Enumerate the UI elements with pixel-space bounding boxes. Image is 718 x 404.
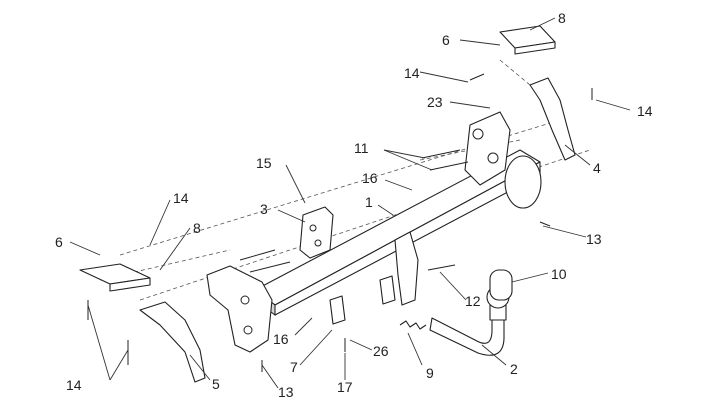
callout-labels: 1 2 3 4 5 6 7 8 8 9 10 11 12 13 13 14 14… — [55, 10, 653, 400]
callout-1: 1 — [365, 194, 373, 210]
callout-11: 11 — [354, 140, 369, 156]
callout-14-bottom-left: 14 — [66, 377, 82, 393]
callout-3: 3 — [260, 201, 268, 217]
callout-9: 9 — [426, 365, 434, 381]
callout-26: 26 — [373, 343, 389, 359]
callout-6-cut: 6 — [55, 234, 63, 250]
bracket-right-rear — [529, 77, 576, 161]
leader-lines — [69, 17, 631, 389]
callout-17: 17 — [337, 379, 353, 395]
mounting-plate — [299, 206, 334, 259]
callout-13-bottom: 13 — [278, 384, 294, 400]
callout-23: 23 — [427, 94, 443, 110]
plate-top — [499, 25, 556, 55]
bolts — [87, 73, 593, 372]
callout-5: 5 — [212, 376, 220, 392]
callout-4: 4 — [593, 160, 601, 176]
plate-left — [79, 263, 151, 292]
callout-16-center: 16 — [362, 170, 378, 186]
callout-15: 15 — [256, 155, 272, 171]
left-side-bracket — [206, 265, 273, 353]
callout-7: 7 — [290, 359, 298, 375]
callout-13-right: 13 — [586, 231, 602, 247]
callout-10: 10 — [551, 266, 567, 282]
bracket-lower-left — [139, 301, 206, 383]
center-drop-brackets — [329, 231, 419, 325]
ball-cover — [489, 269, 513, 301]
callout-8-top: 8 — [558, 10, 566, 26]
callout-12: 12 — [465, 293, 481, 309]
callout-8-left: 8 — [193, 220, 201, 236]
spring — [399, 320, 427, 330]
callout-14-top: 14 — [404, 65, 420, 81]
right-side-bracket — [464, 111, 511, 186]
callout-14-left-top: 14 — [173, 190, 189, 206]
callout-6: 6 — [442, 32, 450, 48]
callout-2: 2 — [510, 361, 518, 377]
callout-14-right: 14 — [637, 103, 653, 119]
callout-16-left: 16 — [273, 331, 289, 347]
